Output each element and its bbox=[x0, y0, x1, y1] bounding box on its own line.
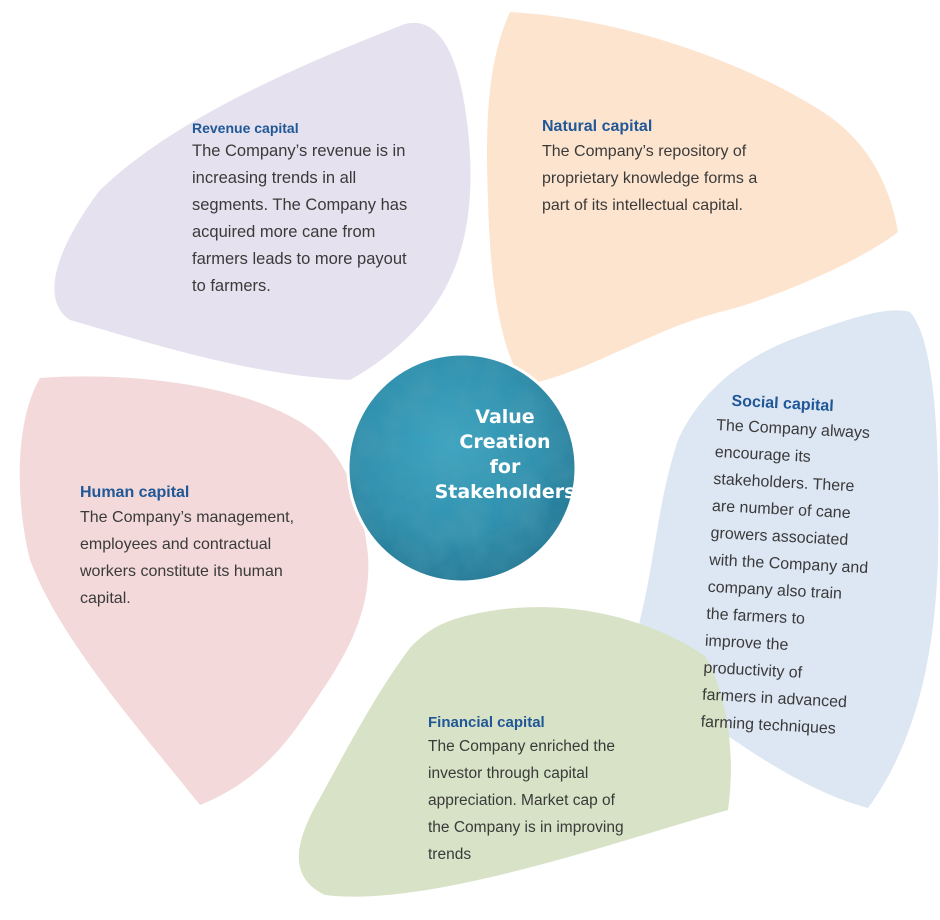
center-ring bbox=[346, 352, 578, 584]
social-capital-block: Social capital The Company always encour… bbox=[700, 392, 933, 747]
financial-capital-title: Financial capital bbox=[428, 714, 545, 731]
revenue-capital-block: Revenue capital The Company’s revenue is… bbox=[192, 120, 477, 300]
social-capital-text: The Company always encourage its stakeho… bbox=[700, 416, 871, 738]
natural-capital-petal bbox=[487, 12, 898, 385]
financial-capital-block: Financial capital The Company enriched t… bbox=[428, 714, 688, 868]
human-capital-title: Human capital bbox=[80, 484, 190, 501]
revenue-capital-title: Revenue capital bbox=[192, 120, 299, 136]
center-texture bbox=[348, 354, 576, 582]
human-capital-text: The Company’s management, employees and … bbox=[80, 509, 295, 607]
financial-capital-petal bbox=[298, 607, 731, 897]
center-label: Value Creation for Stakeholders bbox=[434, 406, 576, 503]
financial-capital-text: The Company enriched the investor throug… bbox=[428, 738, 624, 863]
natural-capital-text: The Company’s repository of proprietary … bbox=[542, 143, 758, 214]
human-capital-block: Human capital The Company’s management, … bbox=[80, 484, 380, 612]
revenue-capital-petal bbox=[54, 22, 471, 380]
natural-capital-block: Natural capital The Company’s repository… bbox=[542, 118, 832, 219]
revenue-capital-text: The Company’s revenue is in increasing t… bbox=[192, 142, 408, 295]
human-capital-petal bbox=[19, 376, 369, 805]
natural-capital-title: Natural capital bbox=[542, 118, 653, 135]
